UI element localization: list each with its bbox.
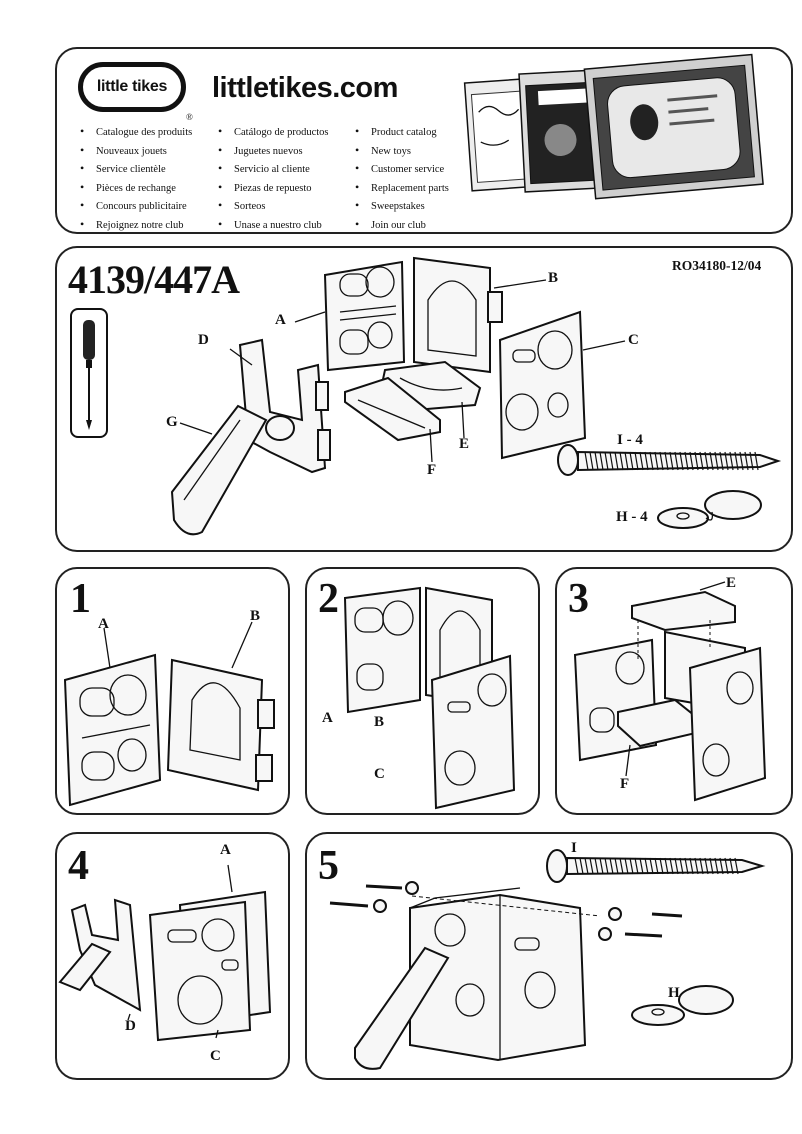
step-5-number: 5 bbox=[318, 843, 339, 889]
part-g-drawing bbox=[170, 404, 295, 536]
service-item: Sweepstakes bbox=[355, 197, 449, 216]
step-3-label-e: E bbox=[726, 575, 737, 591]
services-list-english: Product catalog New toys Customer servic… bbox=[355, 123, 449, 235]
brand-logo: little tikes bbox=[78, 62, 186, 112]
screwdriver-box bbox=[70, 308, 108, 438]
service-item: Piezas de repuesto bbox=[218, 179, 328, 198]
service-item: Concours publicitaire bbox=[80, 197, 192, 216]
logo-text: little tikes bbox=[96, 78, 168, 95]
service-item: Servicio al cliente bbox=[218, 160, 328, 179]
step-4-number: 4 bbox=[68, 843, 89, 889]
service-item: Juguetes nuevos bbox=[218, 142, 328, 161]
step-5-label-i: I bbox=[571, 840, 577, 856]
step-4-illustration bbox=[58, 864, 272, 1042]
registered-mark: ® bbox=[186, 112, 193, 122]
screwdriver-icon bbox=[83, 320, 95, 430]
parts-illustration bbox=[83, 256, 782, 536]
step-4-label-c: C bbox=[210, 1048, 221, 1064]
service-item: Nouveaux jouets bbox=[80, 142, 192, 161]
website-title: littletikes.com bbox=[212, 72, 398, 104]
step-3-number: 3 bbox=[568, 576, 589, 622]
step-3-illustration bbox=[573, 581, 767, 802]
cap-icon bbox=[657, 490, 762, 529]
service-item: Join our club bbox=[355, 216, 449, 235]
services-list-spanish: Catálogo de productos Juguetes nuevos Se… bbox=[218, 123, 328, 235]
step-2-illustration bbox=[343, 586, 516, 810]
services-list-french: Catalogue des produits Nouveaux jouets S… bbox=[80, 123, 192, 235]
label-cap: H - 4 bbox=[616, 509, 648, 525]
part-b-drawing bbox=[413, 256, 503, 374]
service-item: Customer service bbox=[355, 160, 449, 179]
service-item: Pièces de rechange bbox=[80, 179, 192, 198]
label-screw: I - 4 bbox=[617, 432, 643, 448]
service-item: New toys bbox=[355, 142, 449, 161]
step-5-illustration bbox=[329, 849, 766, 1070]
screw-icon bbox=[557, 444, 782, 476]
service-item: Product catalog bbox=[355, 123, 449, 142]
step-1-label-b: B bbox=[250, 608, 261, 624]
part-f-drawing bbox=[344, 376, 441, 442]
label-a: A bbox=[275, 312, 286, 328]
step-2-label-b: B bbox=[374, 714, 385, 730]
step-5-label-h: H bbox=[668, 985, 680, 1001]
service-item: Sorteos bbox=[218, 197, 328, 216]
part-c-drawing bbox=[498, 310, 587, 460]
model-number: 4139/447A bbox=[68, 257, 240, 302]
step-4-label-a: A bbox=[220, 842, 231, 858]
label-d: D bbox=[198, 332, 209, 348]
part-d-drawing bbox=[238, 338, 331, 474]
step-2-label-c: C bbox=[374, 766, 385, 782]
label-e: E bbox=[459, 436, 470, 452]
step-1-illustration bbox=[63, 621, 275, 807]
service-item: Catalogue des produits bbox=[80, 123, 192, 142]
label-f: F bbox=[427, 462, 437, 478]
website-screenshots-illustration bbox=[463, 53, 764, 200]
step-4-label-d: D bbox=[125, 1018, 136, 1034]
service-item: Unase a nuestro club bbox=[218, 216, 328, 235]
service-item: Catálogo de productos bbox=[218, 123, 328, 142]
step-3-label-f: F bbox=[620, 776, 630, 792]
label-b: B bbox=[548, 270, 559, 286]
label-g: G bbox=[166, 414, 178, 430]
service-item: Rejoignez notre club bbox=[80, 216, 192, 235]
step-1-number: 1 bbox=[70, 576, 91, 622]
part-a-drawing bbox=[323, 260, 406, 372]
service-item: Replacement parts bbox=[355, 179, 449, 198]
revision-code: RO34180-12/04 bbox=[672, 258, 762, 273]
step-1-label-a: A bbox=[98, 616, 109, 632]
step-2-label-a: A bbox=[322, 710, 333, 726]
label-c: C bbox=[628, 332, 639, 348]
step-2-number: 2 bbox=[318, 576, 339, 622]
service-item: Service clientèle bbox=[80, 160, 192, 179]
